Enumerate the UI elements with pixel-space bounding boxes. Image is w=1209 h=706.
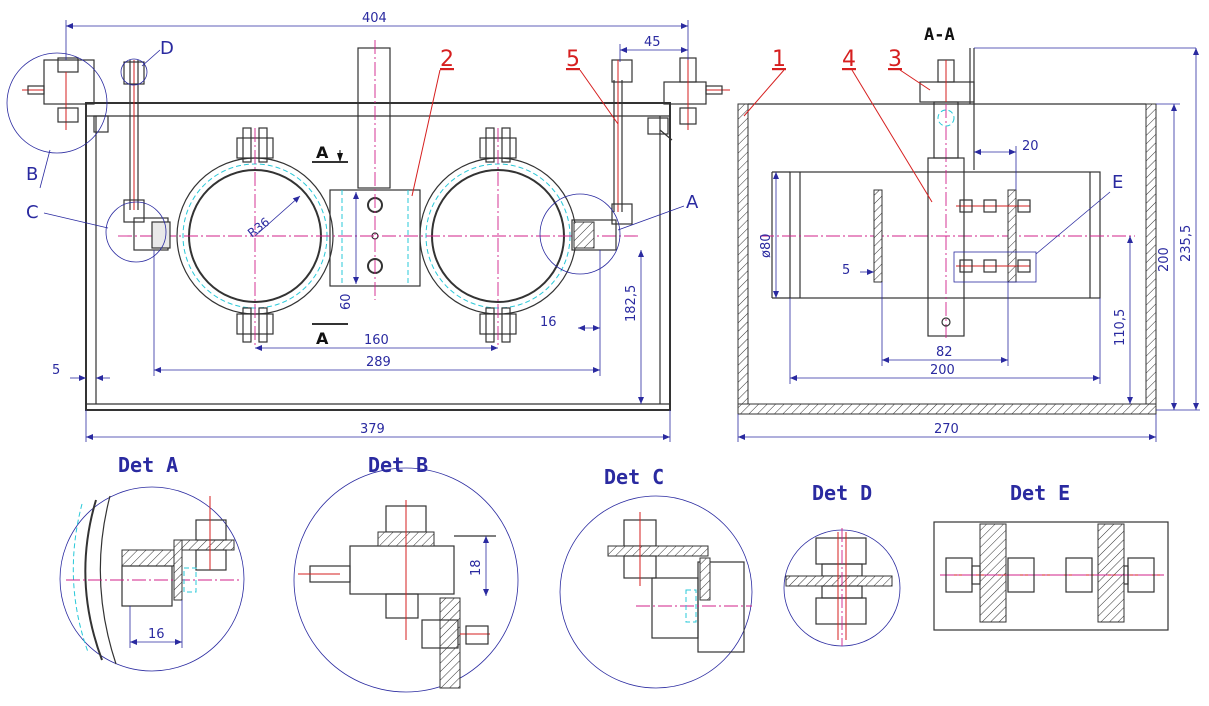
right-pipe-clamp: [419, 127, 577, 345]
detail-e-title: Det E: [1010, 481, 1070, 505]
dim-5-front: 5: [52, 363, 60, 378]
leader-part-1: [743, 69, 785, 117]
leader-e: [1035, 191, 1111, 255]
detail-letter-c: C: [26, 202, 39, 223]
section-title: A-A: [924, 25, 955, 45]
part-number-1: 1: [772, 47, 786, 72]
front-frame: [85, 102, 671, 411]
leader-part-5: [579, 69, 619, 125]
front-vertical-post: [357, 47, 391, 189]
dim-235-5: 235,5: [1179, 225, 1194, 262]
detail-letter-d: D: [160, 38, 174, 59]
dim-110-5: 110,5: [1113, 309, 1128, 346]
side-bolt-top: [956, 199, 1031, 213]
side-floor: [737, 403, 1157, 415]
dim-45: 45: [644, 35, 661, 50]
detail-a-title: Det A: [118, 453, 178, 477]
right-hanger: [571, 57, 730, 251]
dim-404: 404: [362, 11, 387, 26]
side-top-bracket: [919, 81, 975, 103]
detail-c-title: Det C: [604, 465, 664, 489]
detail-letter-e: E: [1112, 172, 1123, 193]
dim-20: 20: [1022, 139, 1039, 154]
detail-b-dim: 18: [469, 559, 484, 576]
radius-label: R36: [245, 215, 272, 241]
detail-letter-a: A: [686, 192, 699, 213]
detail-circle-b: [6, 52, 108, 154]
left-hanger: [22, 57, 171, 251]
front-view: R36: [6, 11, 730, 442]
dim-160: 160: [364, 333, 389, 348]
leader-a: [617, 205, 685, 231]
detail-a: Det A 16: [59, 453, 245, 672]
dim-379: 379: [360, 422, 385, 437]
side-clamp-plate-left: [873, 189, 883, 283]
leader-d: [141, 49, 161, 67]
dim-60: 60: [339, 293, 354, 310]
detail-letter-b: B: [26, 164, 38, 185]
part-number-3: 3: [888, 47, 902, 72]
detail-box-e: [953, 251, 1037, 283]
detail-circle-d: [120, 58, 148, 86]
dim-5-side: 5: [842, 263, 850, 278]
dim-16: 16: [540, 315, 557, 330]
leader-part-4: [851, 69, 933, 203]
dim-270: 270: [934, 422, 959, 437]
detail-circle-c: [105, 201, 167, 263]
dim-289: 289: [366, 355, 391, 370]
section-mark-bottom: A: [316, 329, 329, 348]
part-numbers: 2 5 1 4 3: [411, 47, 933, 203]
detail-circle-a: [539, 193, 621, 275]
dim-200-v: 200: [1157, 247, 1172, 272]
section-mark-top: A: [316, 143, 329, 162]
part-number-5: 5: [566, 47, 580, 72]
dim-182-5: 182,5: [624, 285, 639, 322]
detail-a-dim: 16: [148, 627, 165, 642]
detail-b-title: Det B: [368, 453, 428, 477]
radius-leader: [254, 195, 301, 237]
side-pipe-body: [789, 171, 1101, 299]
leader-b: [39, 149, 51, 189]
detail-c: Det C: [559, 465, 753, 689]
side-strap-hole: [941, 317, 951, 327]
dim-phi80: ø80: [759, 234, 774, 259]
detail-d-title: Det D: [812, 481, 872, 505]
side-wall-right: [1145, 103, 1157, 415]
leader-c: [43, 212, 109, 229]
side-wall-left: [737, 103, 749, 415]
dim-200-h: 200: [930, 363, 955, 378]
part-number-4: 4: [842, 47, 856, 72]
leader-part-2: [411, 69, 441, 197]
detail-d: Det D: [783, 481, 901, 647]
detail-e: Det E: [933, 481, 1169, 631]
part-number-2: 2: [440, 47, 454, 72]
side-bolt-bottom: [956, 259, 1031, 273]
detail-b: Det B 18: [293, 453, 519, 693]
side-hanger-eye: [937, 109, 955, 127]
leader-part-3: [899, 69, 931, 91]
side-view-a-a: A-A: [737, 25, 1200, 442]
dim-82: 82: [936, 345, 953, 360]
side-clamp-plate-right: [1007, 189, 1017, 283]
